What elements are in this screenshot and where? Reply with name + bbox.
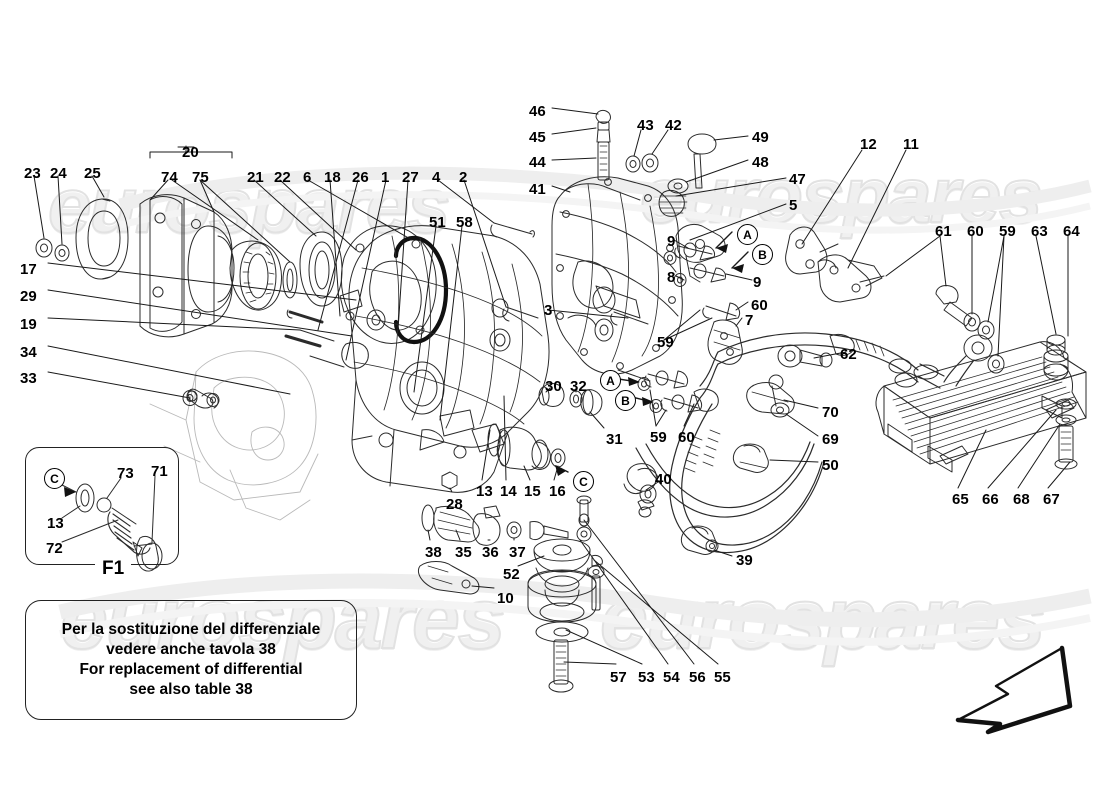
callout-number-48: 48	[752, 154, 769, 171]
callout-number-67: 67	[1043, 491, 1060, 508]
callout-number-25: 25	[84, 165, 101, 182]
callout-number-15: 15	[524, 483, 541, 500]
callout-number-30: 30	[545, 378, 562, 395]
callout-number-59: 59	[999, 223, 1016, 240]
callout-number-17: 17	[20, 261, 37, 278]
callout-number-54: 54	[663, 669, 680, 686]
callout-number-68: 68	[1013, 491, 1030, 508]
callout-number-8: 8	[667, 269, 676, 286]
callout-number-69: 69	[822, 431, 839, 448]
callout-number-65: 65	[952, 491, 969, 508]
callout-number-28: 28	[446, 496, 463, 513]
callout-number-49: 49	[752, 129, 769, 146]
callout-number-13: 13	[476, 483, 493, 500]
callout-number-57: 57	[610, 669, 627, 686]
callout-number-9: 9	[667, 233, 676, 250]
callout-number-10: 10	[497, 590, 514, 607]
callout-number-64: 64	[1063, 223, 1080, 240]
callout-number-31: 31	[606, 431, 623, 448]
letter-marker-b: B	[752, 244, 773, 265]
callout-number-37: 37	[509, 544, 526, 561]
callout-number-32: 32	[570, 378, 587, 395]
callout-number-63: 63	[1031, 223, 1048, 240]
callout-number-47: 47	[789, 171, 806, 188]
note-line-1: Per la sostituzione del differenziale	[61, 620, 321, 638]
callout-number-23: 23	[24, 165, 41, 182]
callout-number-41: 41	[529, 181, 546, 198]
letter-marker-c: C	[573, 471, 594, 492]
callout-number-36: 36	[482, 544, 499, 561]
inset-callout-13: 13	[47, 515, 64, 532]
callout-number-33: 33	[20, 370, 37, 387]
inset-callout-c: C	[44, 468, 65, 489]
note-box: Per la sostituzione del differenziale ve…	[25, 600, 357, 720]
callout-number-58: 58	[456, 214, 473, 231]
callout-number-59: 59	[650, 429, 667, 446]
callout-number-29: 29	[20, 288, 37, 305]
callout-number-70: 70	[822, 404, 839, 421]
callout-number-39: 39	[736, 552, 753, 569]
letter-marker-a: A	[737, 224, 758, 245]
callout-number-40: 40	[655, 471, 672, 488]
callout-number-59: 59	[657, 334, 674, 351]
callout-number-9: 9	[753, 274, 762, 291]
note-line-4: see also table 38	[129, 681, 253, 699]
callout-number-16: 16	[549, 483, 566, 500]
note-line-3: For replacement of differential	[79, 661, 303, 678]
callout-number-46: 46	[529, 103, 546, 120]
note-line-2: vedere anche tavola 38	[106, 640, 276, 658]
callout-number-52: 52	[503, 566, 520, 583]
callout-number-24: 24	[50, 165, 67, 182]
callout-number-7: 7	[745, 312, 754, 329]
callout-number-61: 61	[935, 223, 952, 240]
letter-marker-b: B	[615, 390, 636, 411]
callout-number-55: 55	[714, 669, 731, 686]
callout-number-26: 26	[352, 169, 369, 186]
callout-number-3: 3	[544, 302, 553, 319]
inset-callout-72: 72	[46, 540, 63, 557]
callout-number-44: 44	[529, 154, 546, 171]
callout-number-35: 35	[455, 544, 472, 561]
callout-number-45: 45	[529, 129, 546, 146]
f1-inset-caption: F1	[95, 558, 132, 580]
callout-number-60: 60	[678, 429, 695, 446]
callout-number-4: 4	[432, 169, 441, 186]
inset-callout-71: 71	[151, 463, 168, 480]
callout-number-62: 62	[840, 346, 857, 363]
callout-number-27: 27	[402, 169, 419, 186]
inset-callout-73: 73	[117, 465, 134, 482]
callout-number-14: 14	[500, 483, 517, 500]
callout-number-50: 50	[822, 457, 839, 474]
callout-number-21: 21	[247, 169, 264, 186]
callout-number-38: 38	[425, 544, 442, 561]
callout-number-66: 66	[982, 491, 999, 508]
callout-number-20: 20	[182, 144, 199, 161]
callout-number-43: 43	[637, 117, 654, 134]
callout-number-2: 2	[459, 169, 468, 186]
callout-number-1: 1	[381, 169, 390, 186]
callout-number-53: 53	[638, 669, 655, 686]
callout-number-60: 60	[751, 297, 768, 314]
callout-number-42: 42	[665, 117, 682, 134]
callout-number-6: 6	[303, 169, 312, 186]
callout-number-5: 5	[789, 197, 798, 214]
callout-number-11: 11	[903, 136, 919, 153]
callout-number-22: 22	[274, 169, 291, 186]
callout-number-34: 34	[20, 344, 37, 361]
callout-number-51: 51	[429, 214, 446, 231]
callout-number-56: 56	[689, 669, 706, 686]
callout-number-75: 75	[192, 169, 209, 186]
callout-number-19: 19	[20, 316, 37, 333]
callout-number-74: 74	[161, 169, 178, 186]
callout-number-60: 60	[967, 223, 984, 240]
letter-marker-a: A	[600, 370, 621, 391]
callout-number-12: 12	[860, 136, 877, 153]
callout-number-18: 18	[324, 169, 341, 186]
